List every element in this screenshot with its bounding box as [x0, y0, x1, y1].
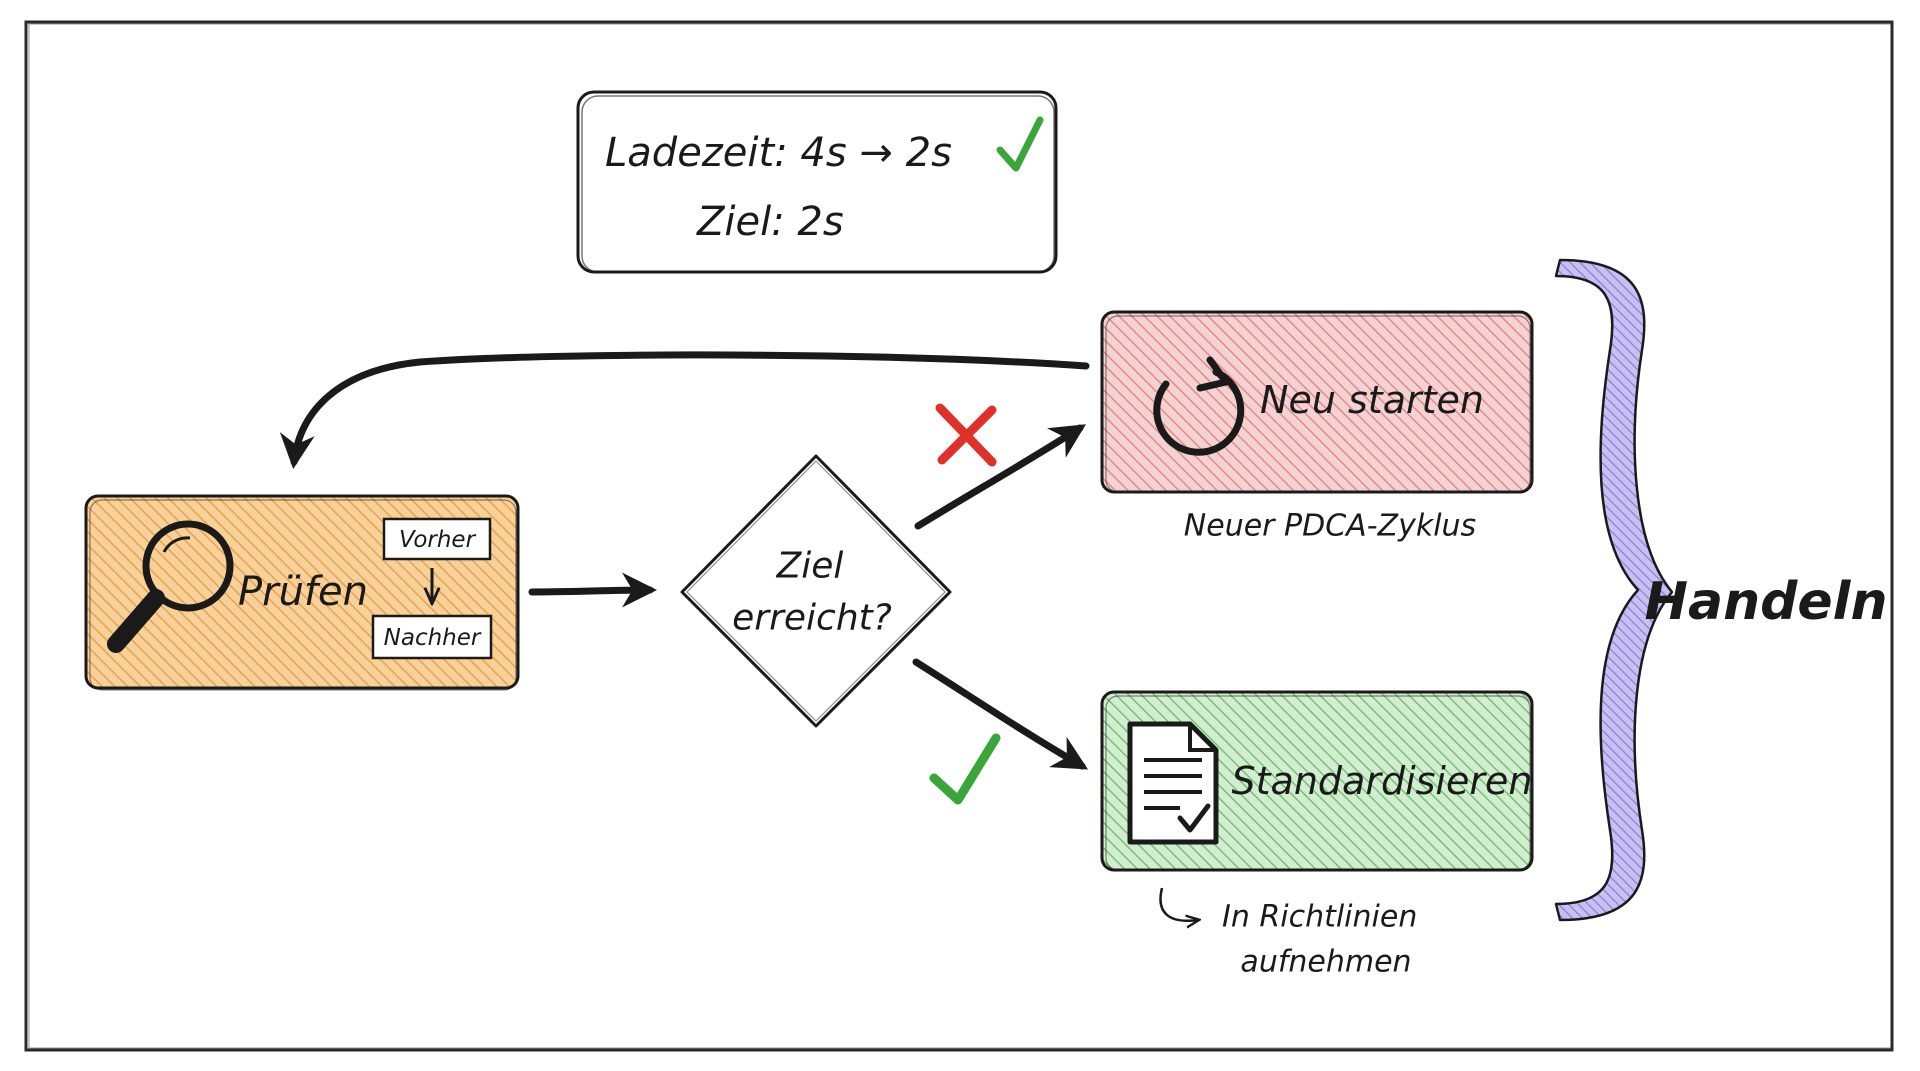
arrow-restart-to-check: [279, 351, 1090, 469]
standardize-caption-line-2: aufnehmen: [1240, 944, 1412, 980]
restart-node-label: Neu starten: [1260, 378, 1484, 422]
arrow-check-to-decision: [528, 572, 657, 608]
magnifier-icon: [107, 520, 234, 653]
arrow-decision-to-restart: [914, 424, 1086, 530]
outer-frame: [24, 20, 1894, 1052]
metric-line-2: Ziel: 2s: [697, 199, 844, 245]
decision-line-1: Ziel: [776, 545, 844, 587]
standardize-node-label: Standardisieren: [1231, 759, 1533, 803]
metric-line-1: Ladezeit: 4s → 2s: [605, 130, 952, 176]
restart-node: [1100, 310, 1534, 494]
metric-box: [576, 90, 1058, 274]
decision-diamond: [680, 454, 952, 728]
check-icon: [929, 733, 1001, 805]
check-node: [84, 494, 520, 691]
check-icon: [996, 116, 1044, 172]
arrow-decision-to-standardize: [912, 658, 1089, 770]
restart-caption: Neuer PDCA-Zyklus: [1183, 508, 1477, 544]
document-check-icon: [1127, 721, 1219, 845]
phase-label: Handeln: [1644, 572, 1888, 632]
before-box: [382, 517, 492, 561]
after-label: Nachher: [383, 625, 481, 651]
check-node-label: Prüfen: [238, 569, 368, 615]
standardize-caption-line-1: In Richtlinien: [1222, 899, 1418, 935]
arrow-standardize-caption: [1159, 887, 1199, 921]
cross-icon: [935, 403, 997, 467]
refresh-icon: [1153, 356, 1245, 456]
decision-line-2: erreicht?: [732, 597, 892, 639]
before-label: Vorher: [398, 527, 476, 553]
after-box: [371, 614, 493, 660]
act-brace: [1554, 258, 1674, 922]
standardize-node: [1100, 690, 1534, 872]
